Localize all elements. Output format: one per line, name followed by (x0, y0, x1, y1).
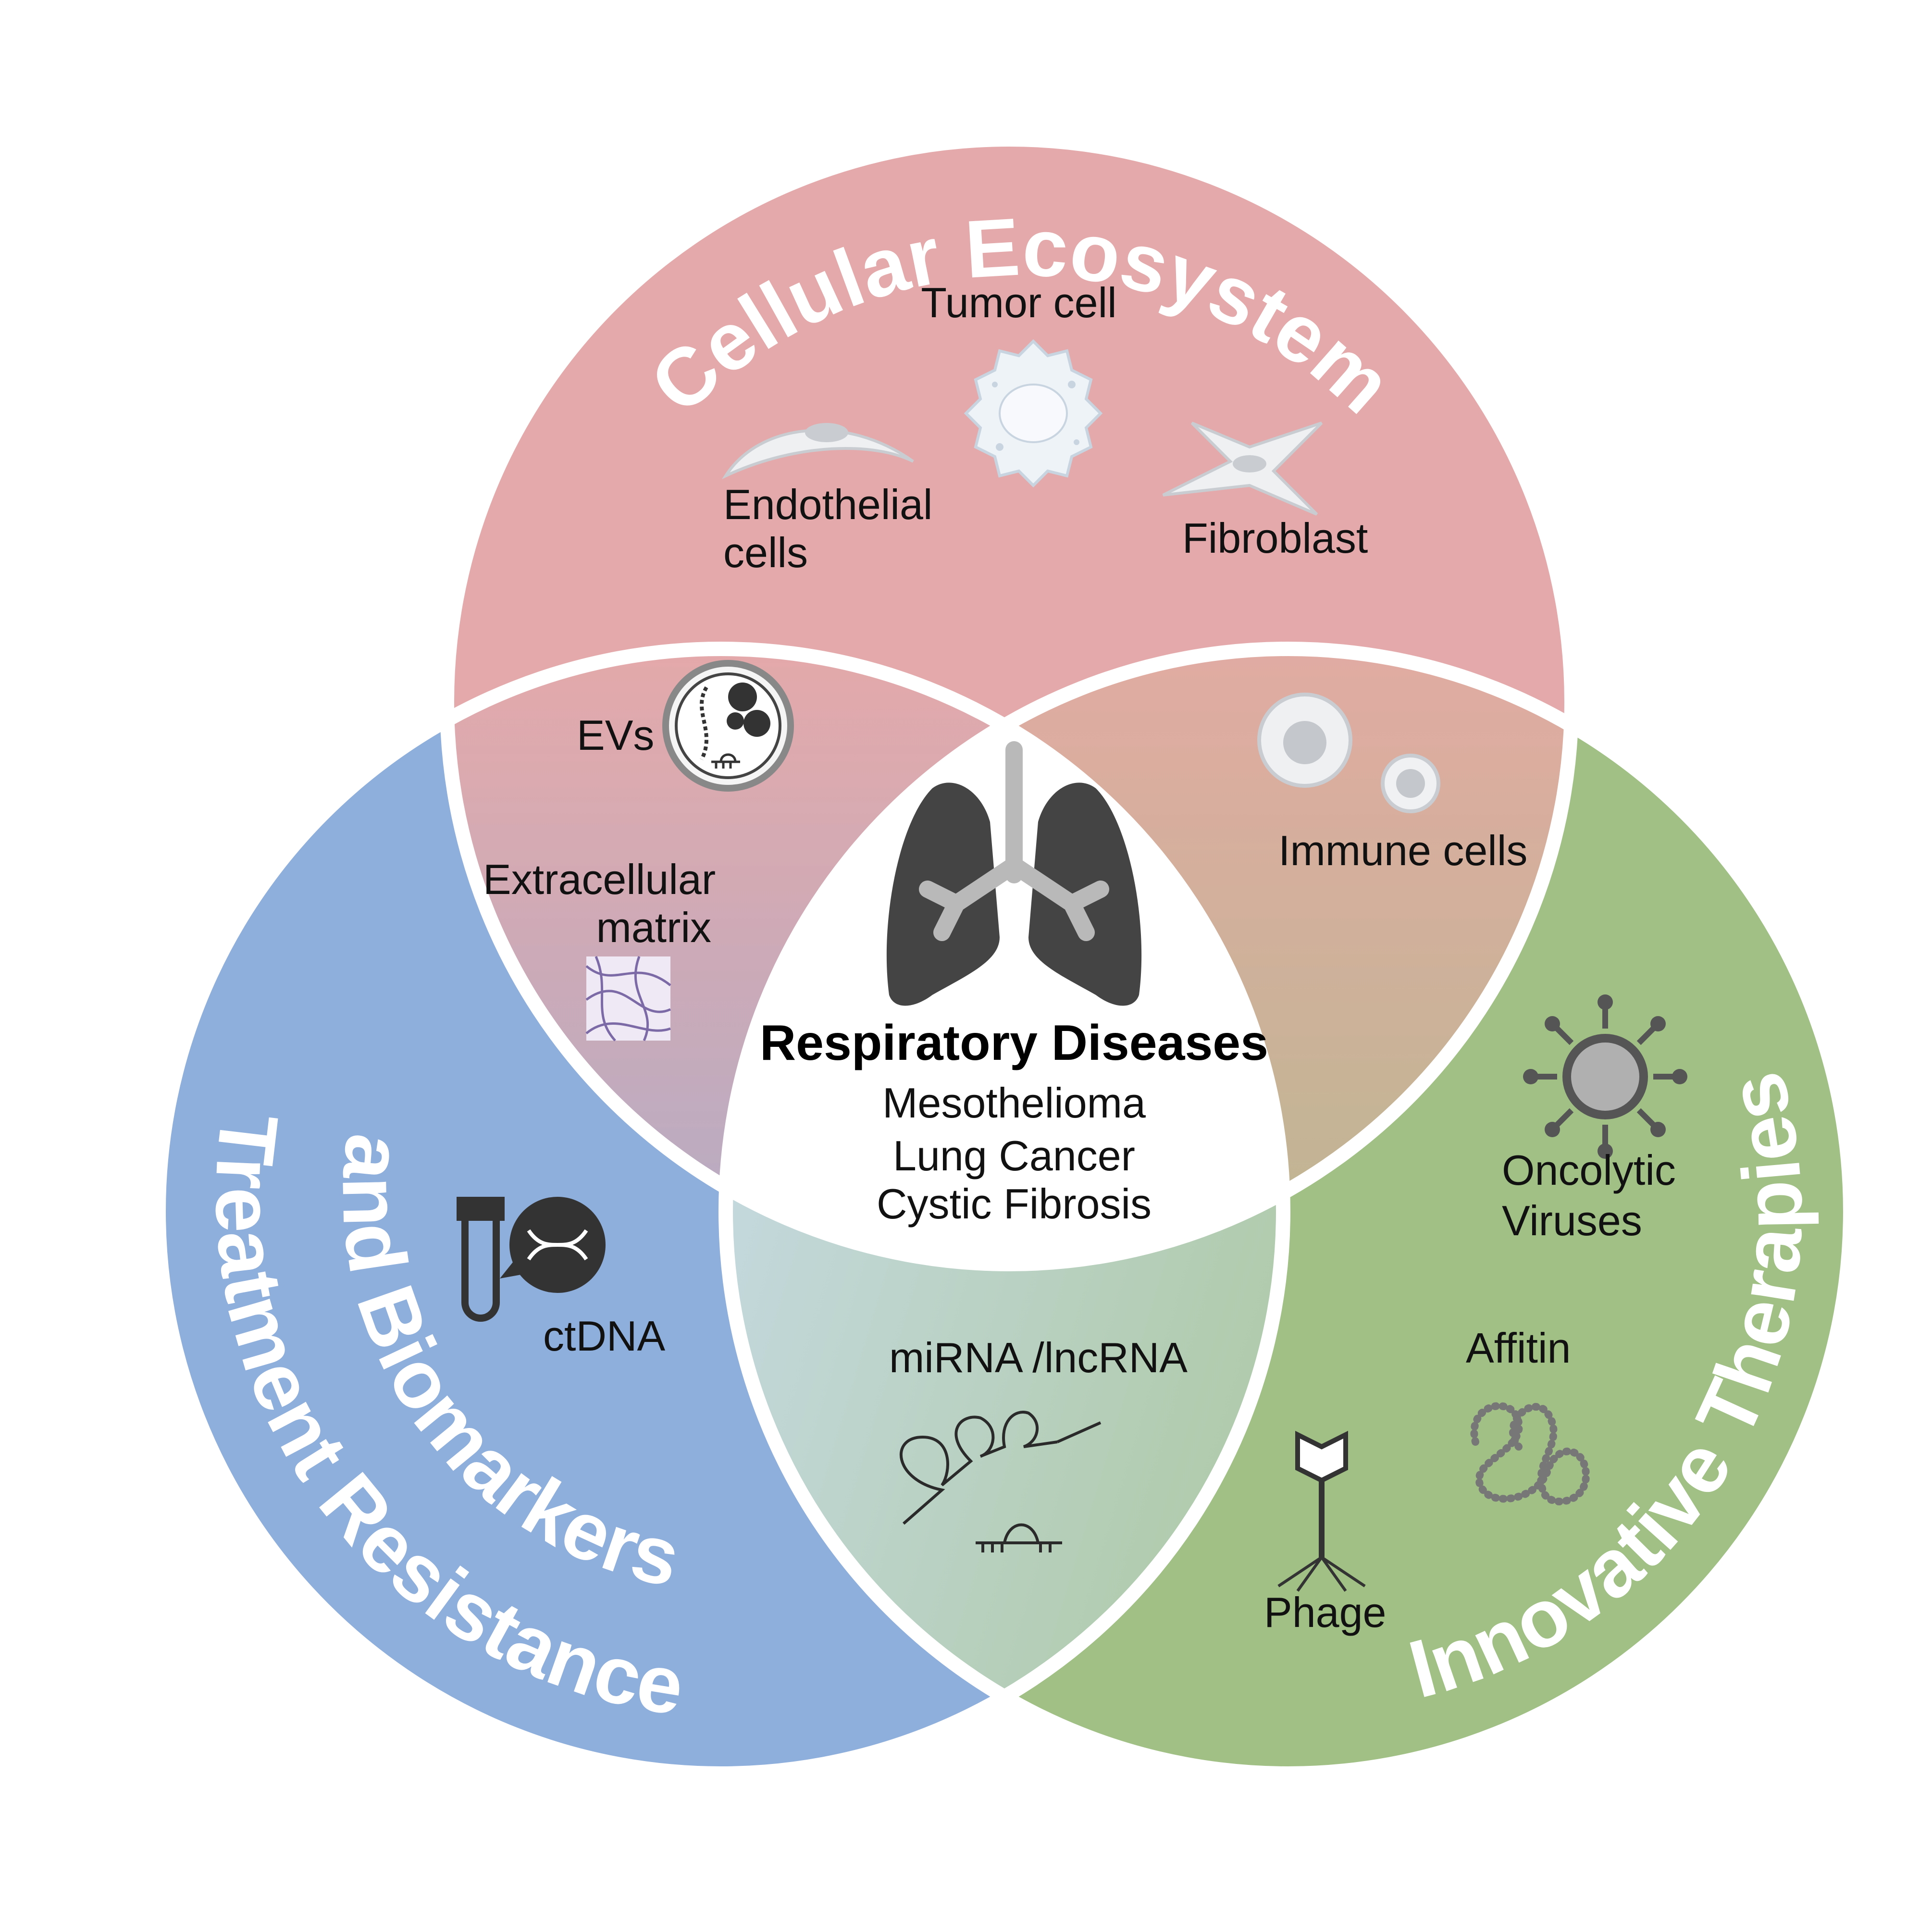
mirna-icon (899, 1411, 1102, 1552)
lungs-icon (886, 741, 1142, 1006)
affitin-icon (1470, 1402, 1590, 1505)
phage-icon (1277, 1430, 1366, 1592)
circle-outlines (151, 132, 1858, 1781)
label-oncolytic-line1: Oncolytic (1502, 1146, 1676, 1194)
overlap-center (726, 649, 1283, 1264)
tumor-cell-icon (964, 339, 1103, 488)
immune-cell-icon (1257, 693, 1440, 813)
label-ecm-line1: Extracellular (483, 856, 716, 903)
label-affitin: Affitin (1466, 1324, 1571, 1372)
label-ecm-line2: matrix (596, 904, 711, 951)
ctdna-icon (457, 1197, 606, 1322)
oncolytic-virus-icon (1523, 994, 1687, 1159)
center-item-cystic-fibrosis: Cystic Fibrosis (877, 1180, 1152, 1228)
label-tumor-cell: Tumor cell (921, 279, 1116, 326)
fibroblast-icon (1162, 422, 1323, 516)
center-item-lung-cancer: Lung Cancer (893, 1132, 1135, 1179)
center-title: Respiratory Diseases (760, 1015, 1268, 1071)
endothelial-cell-icon (721, 423, 914, 480)
label-endothelial-line1: Endothelial (723, 481, 932, 528)
label-endothelial-line2: cells (723, 529, 808, 576)
label-oncolytic-line2: Viruses (1502, 1197, 1642, 1244)
ev-icon (662, 660, 794, 792)
center-item-mesothelioma: Mesothelioma (882, 1079, 1146, 1127)
label-ctdna: ctDNA (543, 1312, 666, 1360)
label-immune-cells: Immune cells (1278, 827, 1527, 874)
label-fibroblast: Fibroblast (1182, 514, 1368, 562)
label-evs: EVs (577, 711, 654, 759)
label-mirna: miRNA /lncRNA (889, 1334, 1188, 1381)
ecm-icon (585, 956, 671, 1042)
label-phage: Phage (1264, 1589, 1386, 1636)
